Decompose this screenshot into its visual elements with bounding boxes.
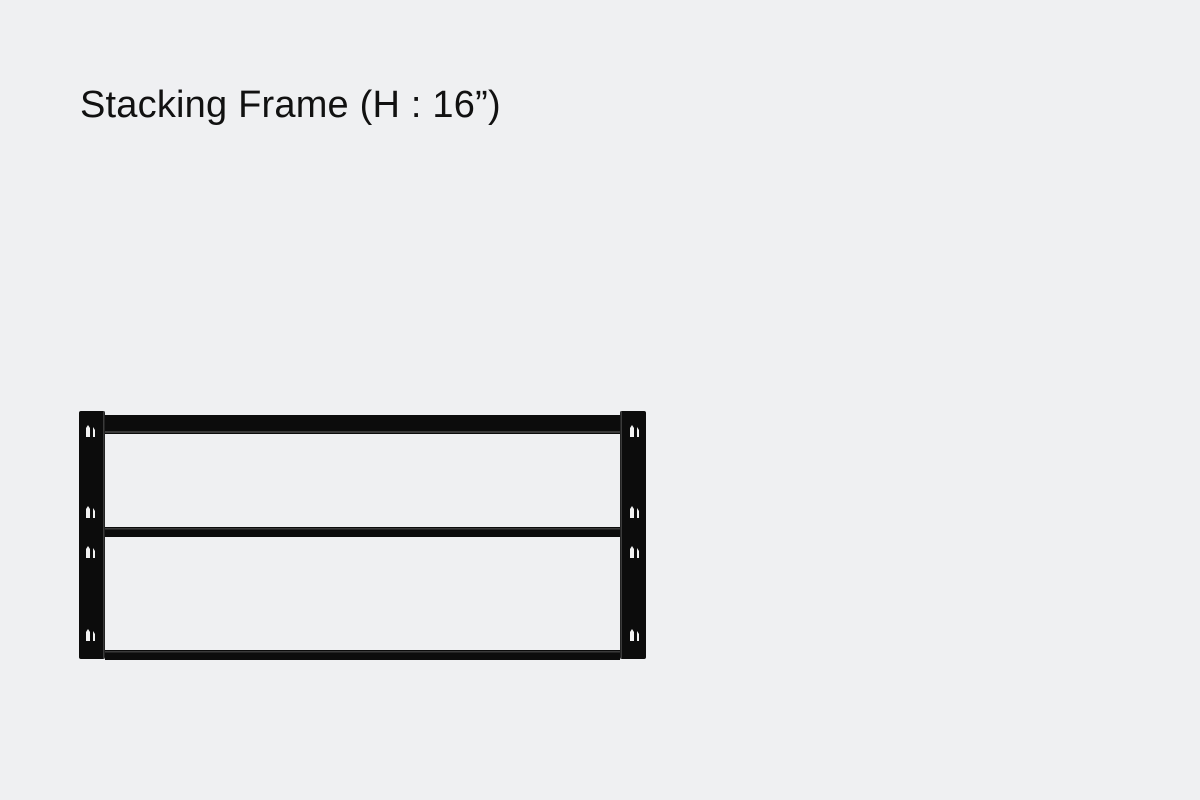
right-post-slots: [630, 425, 639, 641]
right-post-edge: [620, 411, 622, 659]
top-rail-highlight: [105, 431, 620, 433]
left-post-edge: [103, 411, 105, 659]
right-post: [620, 411, 646, 659]
middle-rail-highlight: [105, 528, 620, 530]
top-rail: [105, 415, 620, 434]
left-post-slots: [86, 425, 95, 641]
middle-rail: [105, 527, 620, 537]
bottom-rail-highlight: [105, 651, 620, 653]
left-post: [79, 411, 105, 659]
stacking-frame-icon: [79, 411, 646, 660]
product-title: Stacking Frame (H : 16”): [80, 84, 501, 126]
bottom-rail: [105, 650, 620, 660]
